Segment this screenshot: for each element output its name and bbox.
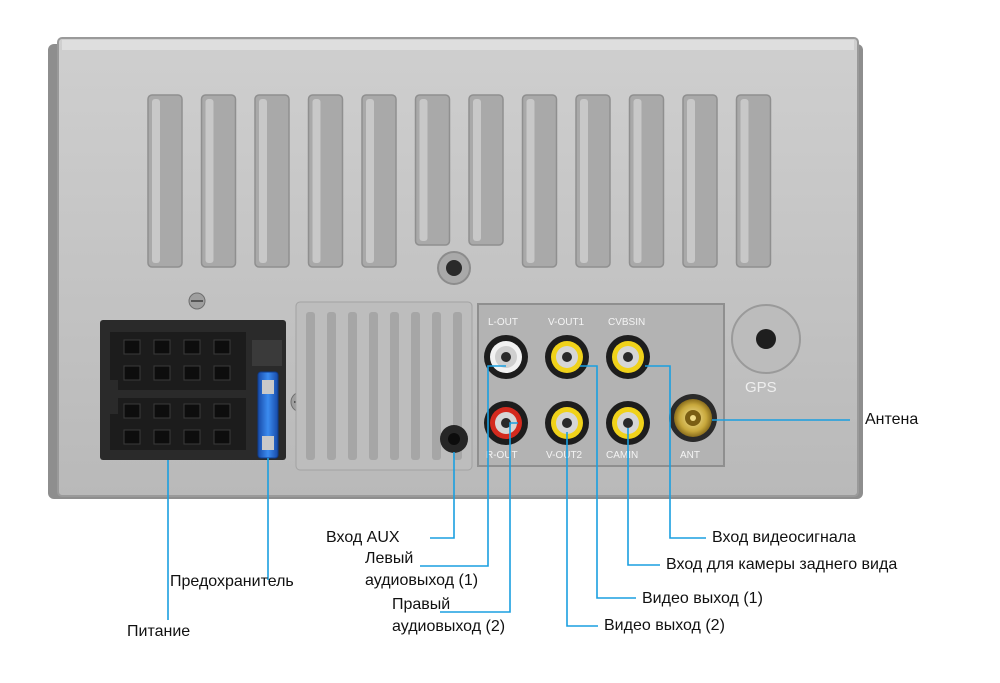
callout-aux-in: Вход AUX [326, 529, 400, 546]
connector-pin [153, 339, 171, 355]
rib [453, 312, 462, 460]
cooling-fin-highlight [473, 99, 481, 241]
callout-left-audio-line2: аудиовыход (1) [365, 572, 479, 589]
cooling-fin-highlight [152, 99, 160, 263]
cooling-fins [147, 94, 772, 268]
leader-left-audio [420, 365, 506, 567]
leader-lines [167, 365, 850, 627]
jack-cvbsin [606, 335, 650, 379]
callout-right-audio-out: Правый аудиовыход (2) [392, 594, 505, 638]
cooling-fin-highlight [526, 99, 535, 263]
screw-top-left [188, 292, 206, 310]
rib [390, 312, 399, 460]
jack-camin [606, 401, 650, 445]
callout-left-audio-out: Левый аудиовыход (1) [365, 548, 478, 592]
connector-pin [123, 339, 141, 355]
callout-video-out-1: Видео выход (1) [642, 590, 763, 607]
cooling-fin-highlight [419, 99, 428, 241]
connector-pin [213, 403, 231, 419]
rib [369, 312, 378, 460]
leader-video-out-1 [580, 365, 636, 599]
cooling-fin-highlight [259, 99, 267, 263]
ribbed-panel [295, 301, 473, 471]
label-gps: GPS [745, 379, 777, 396]
cooling-fin-highlight [366, 99, 374, 263]
rca-panel: L-OUT V-OUT1 CVBSIN R-OUT V-OUT2 CAMIN [477, 303, 725, 467]
connector-pin [183, 403, 201, 419]
jack-v-out2 [545, 401, 589, 445]
connector-pin [123, 365, 141, 381]
fuse [257, 371, 279, 459]
cooling-fin-highlight [580, 99, 588, 263]
rib [327, 312, 336, 460]
jack-r-out [484, 401, 528, 445]
connector-pin [213, 365, 231, 381]
cooling-fin-highlight [687, 99, 695, 263]
rib [411, 312, 420, 460]
callout-fuse: Предохранитель [170, 573, 294, 590]
rib [348, 312, 357, 460]
connector-pin [153, 429, 171, 445]
callout-antenna: Антена [865, 411, 919, 428]
connector-pin [213, 339, 231, 355]
label-ant: ANT [680, 450, 700, 461]
cooling-fin-highlight [312, 99, 321, 263]
leader-video-out-2 [566, 432, 598, 627]
rib [432, 312, 441, 460]
gps-socket: GPS [731, 304, 801, 396]
connector-pin [213, 429, 231, 445]
label-v-out1: V-OUT1 [548, 317, 585, 328]
callout-right-audio-line1: Правый [392, 596, 451, 613]
leader-rear-camera [627, 428, 660, 566]
antenna-socket: ANT [669, 394, 717, 461]
connector-pin [153, 365, 171, 381]
cooling-fin-highlight [740, 99, 749, 263]
leader-right-audio [440, 422, 518, 613]
callout-right-audio-line2: аудиовыход (2) [392, 618, 506, 635]
label-v-out2: V-OUT2 [546, 450, 583, 461]
connector-pin [123, 403, 141, 419]
label-r-out: R-OUT [486, 450, 518, 461]
cooling-fin-highlight [633, 99, 642, 263]
connector-pin [183, 339, 201, 355]
connector-pin [183, 365, 201, 381]
connector-pin [183, 429, 201, 445]
leader-aux [430, 452, 455, 539]
label-camin: CAMIN [606, 450, 638, 461]
callout-video-out-2: Видео выход (2) [604, 617, 725, 634]
callout-video-in: Вход видеосигнала [712, 529, 856, 546]
power-connector [100, 320, 286, 460]
mounting-screw-hole [437, 251, 471, 285]
label-cvbsin: CVBSIN [608, 317, 645, 328]
jack-l-out [484, 335, 528, 379]
callout-power: Питание [127, 623, 191, 640]
cooling-fin-highlight [205, 99, 214, 263]
callout-left-audio-line1: Левый [365, 550, 414, 567]
callout-rear-camera-in: Вход для камеры заднего вида [666, 556, 898, 573]
jack-v-out1 [545, 335, 589, 379]
leader-video-in [645, 365, 706, 539]
label-l-out: L-OUT [488, 317, 518, 328]
aux-jack [440, 425, 468, 453]
connector-pin [123, 429, 141, 445]
rib [306, 312, 315, 460]
connector-pin [153, 403, 171, 419]
